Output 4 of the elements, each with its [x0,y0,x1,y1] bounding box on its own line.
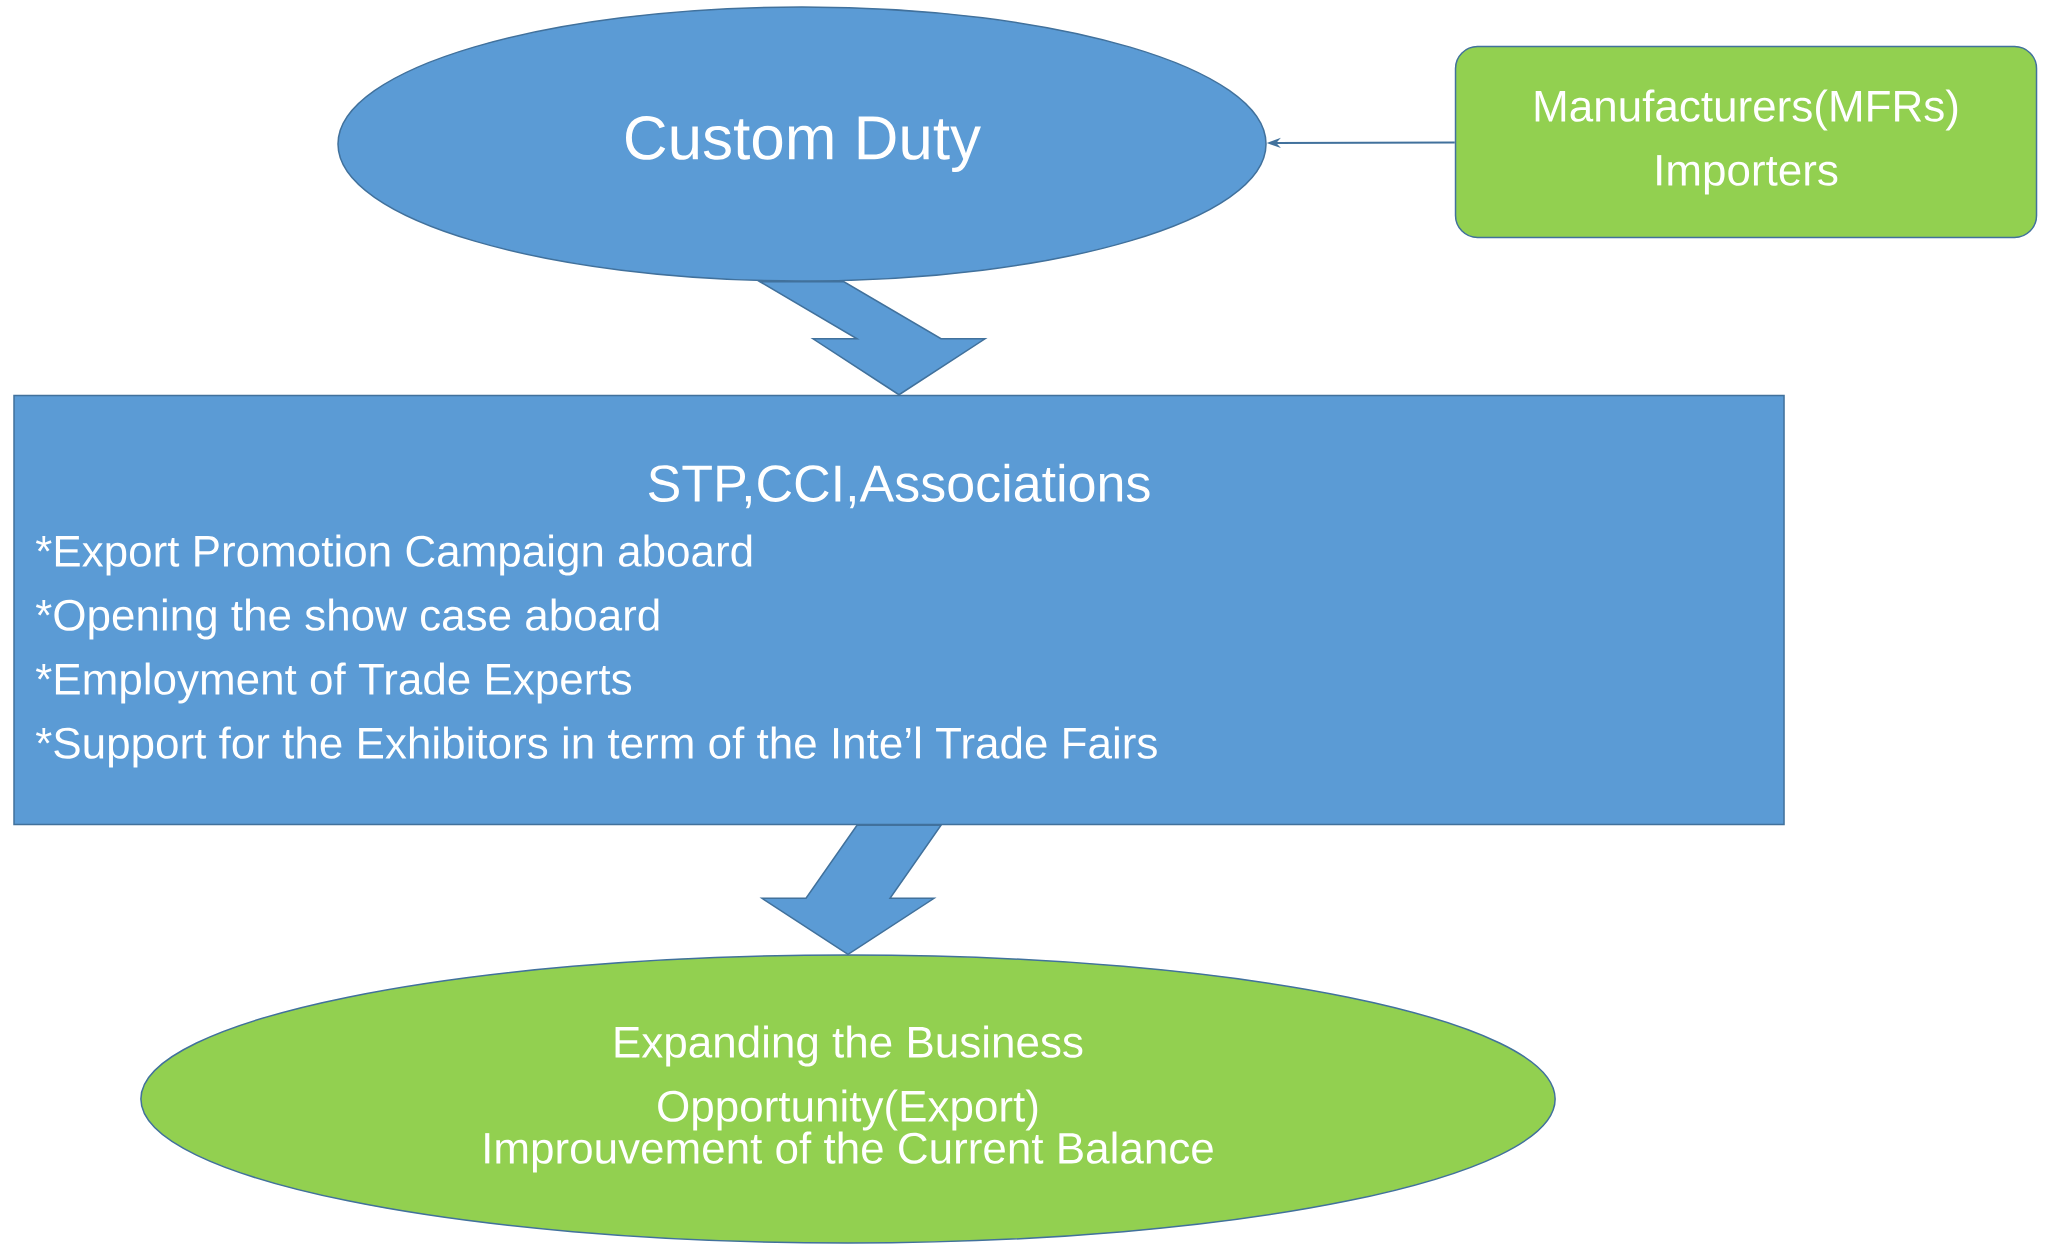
ellipse-node: Expanding the Business Opportunity(Export) Improuvement of the Current Balance [140,954,1556,1244]
rounded-box: Manufacturers(MFRs) Importers [1454,45,2038,239]
process-box: STP,CCI,Associations *Export Promotion Campaign aboard *Opening the show case aboard *Employment of Trade Experts *Support for the Exhibitors in term of the Inte’l Trade Fairs [13,394,1785,826]
ellipse-node: Custom Duty [337,6,1267,282]
